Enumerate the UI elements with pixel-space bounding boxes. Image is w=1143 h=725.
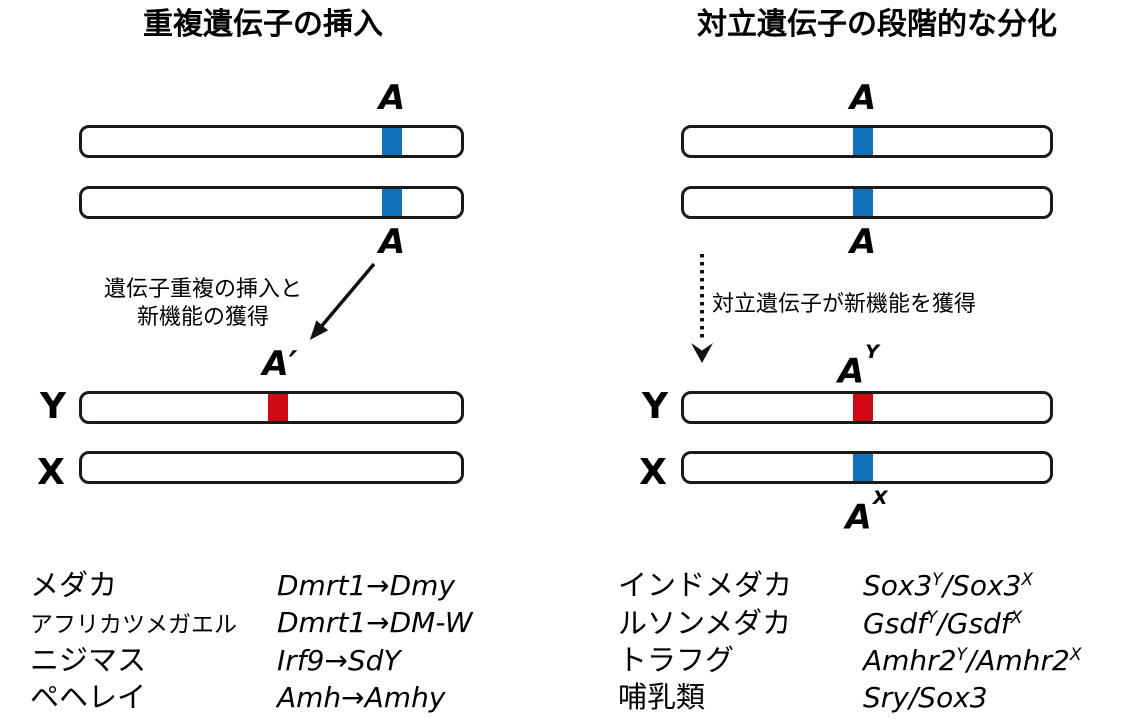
- gene-names: Dmrt1→Dmy: [277, 569, 456, 602]
- gene-superscript: X: [1069, 645, 1082, 665]
- new-gene-band-red: [853, 394, 873, 421]
- list-row: アフリカツメガエル Dmrt1→DM-W: [30, 605, 473, 645]
- gene-text: Gsdf: [863, 607, 927, 640]
- right-allele-label-top: A: [849, 78, 877, 118]
- allele-band-blue: [853, 454, 873, 481]
- left-autosome-1: [79, 125, 464, 158]
- list-row: ルソンメダカ GsdfY/GsdfX: [618, 605, 1022, 646]
- species-name: トラフグ: [618, 643, 735, 677]
- gene-superscript: X: [1010, 608, 1023, 628]
- right-x-chromosome: [681, 451, 1053, 484]
- left-x-chromosome: [79, 451, 464, 484]
- gene-superscript: Y: [956, 645, 967, 665]
- gene-names: Irf9→SdY: [277, 644, 401, 677]
- new-gene-band-red: [268, 394, 288, 421]
- right-y-allele-label: AY: [818, 341, 898, 392]
- gene-text: /Sox3: [942, 569, 1022, 602]
- left-autosome-2: [79, 186, 464, 219]
- insertion-arrow: [309, 262, 376, 341]
- gene-text: Sry/Sox3: [863, 681, 988, 714]
- right-x-allele-label: AX: [826, 487, 906, 538]
- gene-superscript: Y: [926, 608, 938, 628]
- right-y-allele-sup: Y: [865, 341, 880, 363]
- gene-superscript: Y: [932, 570, 943, 590]
- gene-names: Amh→Amhy: [277, 681, 446, 714]
- species-name: インドメダカ: [618, 568, 793, 602]
- left-y-chromosome: [79, 391, 464, 424]
- gene-text: Amhr2: [863, 644, 957, 677]
- list-row: トラフグ Amhr2Y/Amhr2X: [618, 642, 1082, 683]
- list-row: 哺乳類 Sry/Sox3: [618, 679, 988, 720]
- gene-text: /Amhr2: [966, 644, 1070, 677]
- differentiation-arrowhead-icon: [691, 343, 713, 363]
- list-row: メダカ Dmrt1→Dmy: [30, 567, 455, 608]
- allele-band-blue: [382, 189, 402, 216]
- gene-text: Sox3: [863, 569, 933, 602]
- left-panel-title: 重複遺伝子の挿入: [143, 7, 383, 42]
- species-name: ルソンメダカ: [618, 606, 792, 640]
- right-allele-label-mid: A: [849, 222, 877, 262]
- gene-names: Sry/Sox3: [863, 681, 988, 714]
- right-y-allele-base: A: [837, 351, 865, 392]
- allele-band-blue: [853, 189, 873, 216]
- left-arrow-note: 遺伝子重複の挿入と 新機能の獲得: [88, 276, 318, 332]
- left-arrow-note-line1: 遺伝子重複の挿入と: [103, 277, 302, 302]
- list-row: インドメダカ Sox3Y/Sox3X: [618, 567, 1033, 608]
- right-x-allele-base: A: [845, 497, 872, 538]
- allele-band-blue: [853, 128, 873, 155]
- species-name: アフリカツメガエル: [30, 612, 237, 638]
- right-x-chromosome-label: X: [639, 452, 667, 493]
- list-row: ニジマス Irf9→SdY: [30, 642, 401, 683]
- left-new-allele-label: A′: [262, 344, 298, 384]
- right-autosome-1: [681, 125, 1053, 158]
- left-y-chromosome-label: Y: [39, 386, 67, 427]
- species-name: 哺乳類: [618, 680, 706, 714]
- species-name: ペヘレイ: [30, 680, 147, 714]
- allele-band-blue: [382, 128, 402, 155]
- left-x-chromosome-label: X: [37, 452, 65, 493]
- gene-superscript: X: [1021, 570, 1034, 590]
- right-x-allele-sup: X: [872, 487, 888, 509]
- list-row: ペヘレイ Amh→Amhy: [30, 679, 445, 720]
- gene-names: Sox3Y/Sox3X: [863, 569, 1033, 602]
- species-name: ニジマス: [30, 643, 147, 677]
- species-name: メダカ: [30, 568, 118, 602]
- gene-names: Dmrt1→DM-W: [277, 606, 473, 639]
- right-arrow-note: 対立遺伝子が新機能を獲得: [712, 292, 977, 317]
- gene-names: GsdfY/GsdfX: [863, 607, 1022, 640]
- right-y-chromosome: [681, 391, 1053, 424]
- left-allele-label-top: A: [378, 78, 406, 118]
- right-y-chromosome-label: Y: [641, 386, 669, 427]
- gene-text: /Gsdf: [937, 607, 1011, 640]
- left-arrow-note-line2: 新機能の獲得: [136, 305, 269, 330]
- left-allele-label-mid: A: [378, 222, 406, 262]
- right-panel-title: 対立遺伝子の段階的な分化: [697, 7, 1057, 42]
- gene-names: Amhr2Y/Amhr2X: [863, 644, 1082, 677]
- right-autosome-2: [681, 186, 1053, 219]
